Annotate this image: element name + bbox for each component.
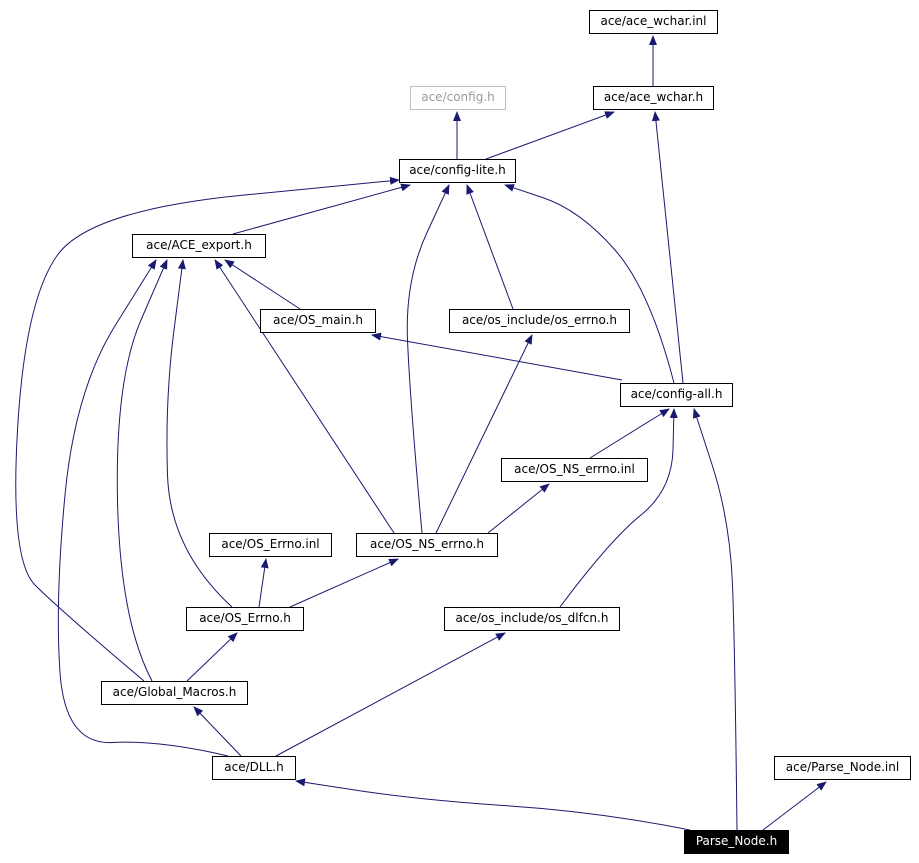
node-ace-export-h[interactable]: ace/ACE_export.h [132,234,266,258]
node-os-include-os-dlfcn-h[interactable]: ace/os_include/os_dlfcn.h [444,607,620,631]
node-ace-wchar-inl[interactable]: ace/ace_wchar.inl [589,10,718,34]
edge-os-errno-h-to-os-ns-errno-h [289,558,399,608]
edge-os-dlfcn-to-config-all [559,408,678,608]
edge-global-macros-to-config-lite [15,176,400,682]
node-os-main-h[interactable]: ace/OS_main.h [260,309,376,333]
node-dll-h[interactable]: ace/DLL.h [212,756,296,780]
node-os-ns-errno-inl[interactable]: ace/OS_NS_errno.inl [501,458,648,482]
edge-dll-h-to-os-dlfcn [275,632,506,757]
node-config-all-h[interactable]: ace/config-all.h [620,383,733,407]
edge-os-ns-errno-inl-to-config-all [589,408,670,459]
node-os-include-os-errno-h[interactable]: ace/os_include/os_errno.h [449,309,630,333]
node-ace-wchar-h[interactable]: ace/ace_wchar.h [593,86,714,110]
edge-parse-node-h-to-config-all [692,408,738,831]
edge-os-errno-h-to-ace-export [166,259,233,608]
edge-os-errno-inc-to-config-lite [466,184,514,310]
edge-os-ns-errno-h-to-os-ns-errno-inl [487,483,550,534]
edge-config-all-to-config-lite [504,184,675,384]
edge-config-all-to-ace-wchar-h [651,111,684,384]
edge-dll-h-to-ace-export [57,259,229,757]
node-parse-node-inl[interactable]: ace/Parse_Node.inl [774,756,911,780]
edge-parse-node-h-to-parse-node-inl [762,781,827,831]
edge-dll-h-to-global-macros [193,706,242,757]
edge-config-all-to-os-main [371,332,623,381]
edge-os-main-to-ace-export [224,259,301,310]
edge-parse-node-h-to-dll-h [295,778,691,831]
node-os-errno-h[interactable]: ace/OS_Errno.h [186,607,304,631]
edge-config-lite-to-ace-wchar-h [485,111,615,160]
edge-ace-export-to-config-lite [232,183,411,235]
node-os-errno-inl[interactable]: ace/OS_Errno.inl [209,533,332,557]
node-global-macros-h[interactable]: ace/Global_Macros.h [101,681,248,705]
node-config-lite-h[interactable]: ace/config-lite.h [399,159,516,183]
node-os-ns-errno-h[interactable]: ace/OS_NS_errno.h [356,533,498,557]
node-parse-node-h[interactable]: Parse_Node.h [684,830,789,854]
edge-os-ns-errno-h-to-ace-export [214,259,395,534]
node-config-h[interactable]: ace/config.h [410,86,506,110]
edge-os-ns-errno-h-to-config-lite [406,184,450,534]
edge-global-macros-to-ace-export [116,259,168,682]
edge-global-macros-to-os-errno-h [186,632,238,682]
edge-os-ns-errno-h-to-os-errno-inc [435,334,533,534]
edge-os-errno-h-to-os-errno-inl [258,558,269,608]
